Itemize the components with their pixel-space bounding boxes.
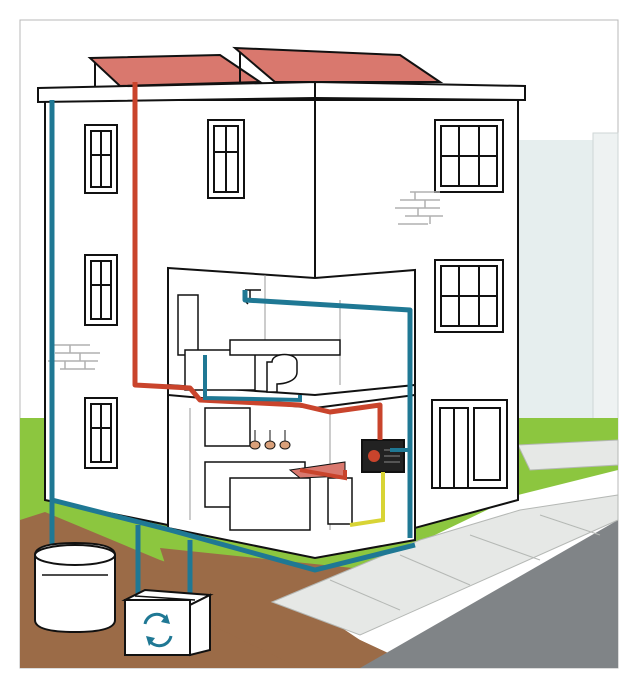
bathtub bbox=[229, 339, 341, 356]
solar-panel-supports bbox=[94, 52, 241, 88]
solar-heat-pipe bbox=[132, 82, 383, 440]
solar-panel-right bbox=[232, 46, 444, 83]
front-door bbox=[431, 399, 508, 489]
upper-cabinet bbox=[204, 407, 251, 447]
sidewalk-joints bbox=[329, 514, 601, 611]
kitchen-island bbox=[229, 477, 311, 531]
windows-left bbox=[84, 119, 245, 469]
pendant-lights bbox=[249, 430, 291, 450]
toilet bbox=[266, 353, 298, 393]
driveway bbox=[517, 439, 619, 471]
solar-heat-pipe-branch bbox=[299, 468, 347, 481]
sidewalk bbox=[270, 494, 619, 636]
rain-barrel bbox=[34, 541, 116, 634]
water-pipe-bathroom bbox=[203, 355, 302, 403]
electric-line bbox=[349, 472, 385, 527]
bathroom-vanity bbox=[184, 349, 256, 391]
brick-texture bbox=[48, 191, 443, 370]
background-building-tall bbox=[592, 132, 619, 454]
windows-right bbox=[434, 119, 504, 333]
control-panel-indicator bbox=[368, 450, 380, 462]
recycle-arrows-icon bbox=[143, 612, 173, 648]
solar-panel-left bbox=[87, 53, 264, 88]
water-pipe-main bbox=[49, 100, 416, 573]
road bbox=[360, 520, 618, 668]
water-pipe-riser bbox=[242, 290, 413, 538]
water-heater-tank bbox=[327, 477, 353, 525]
